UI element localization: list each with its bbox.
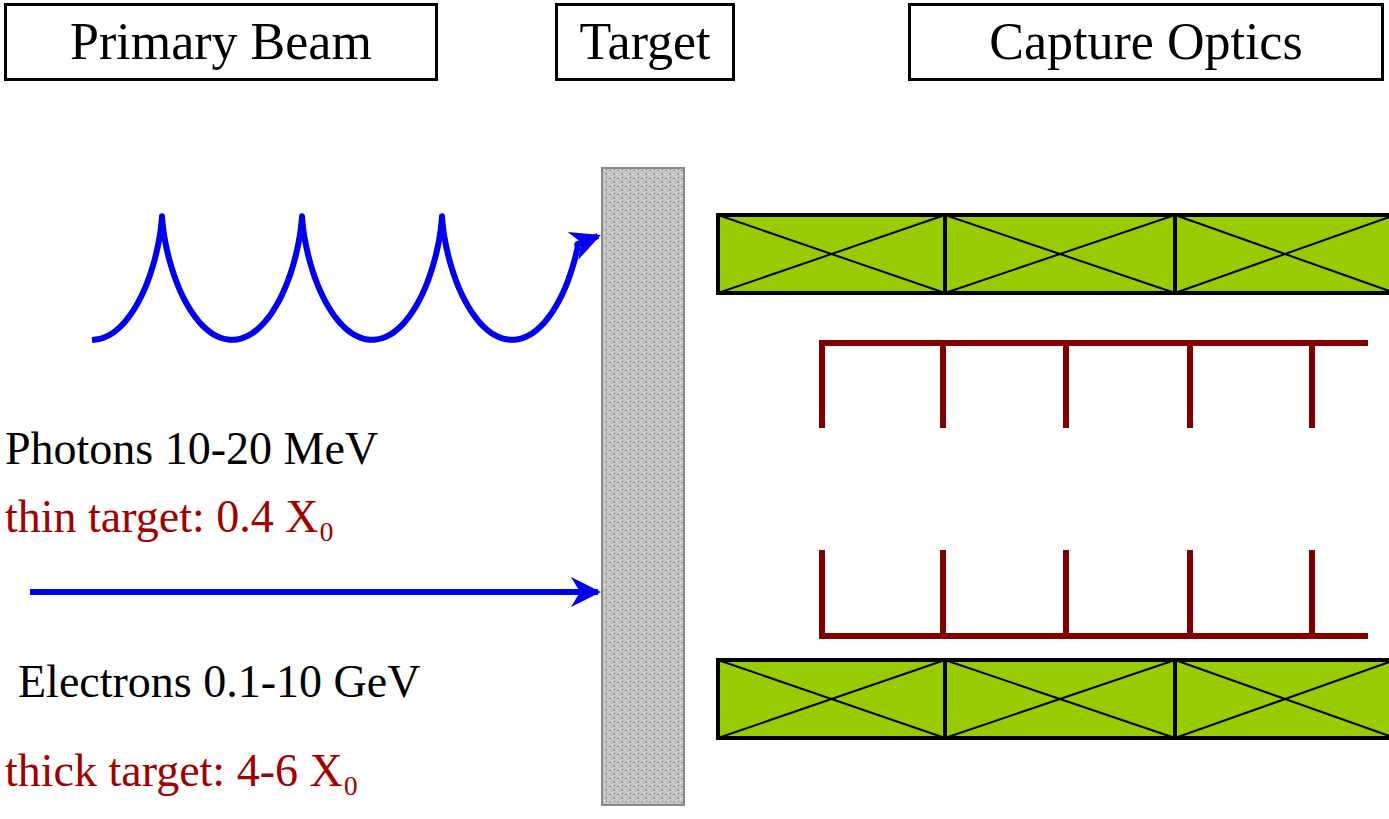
electron-arrow (30, 589, 598, 595)
beam-label: Electrons 0.1-10 GeV (18, 657, 420, 708)
header-box: Capture Optics (908, 3, 1384, 81)
target-slab (602, 168, 684, 805)
beam-label: Photons 10-20 MeV (5, 424, 378, 475)
target-note: thick target: 4-6 X₀ (5, 746, 359, 797)
header-box: Primary Beam (4, 3, 438, 81)
photon-wave (92, 216, 598, 340)
header-text: Primary Beam (70, 16, 372, 68)
target-note: thin target: 0.4 X₀ (5, 492, 334, 543)
header-text: Target (579, 16, 710, 68)
header-box: Target (555, 3, 735, 81)
solenoid-coils (718, 215, 1389, 738)
rf-structure (822, 343, 1368, 636)
header-text: Capture Optics (989, 16, 1302, 68)
